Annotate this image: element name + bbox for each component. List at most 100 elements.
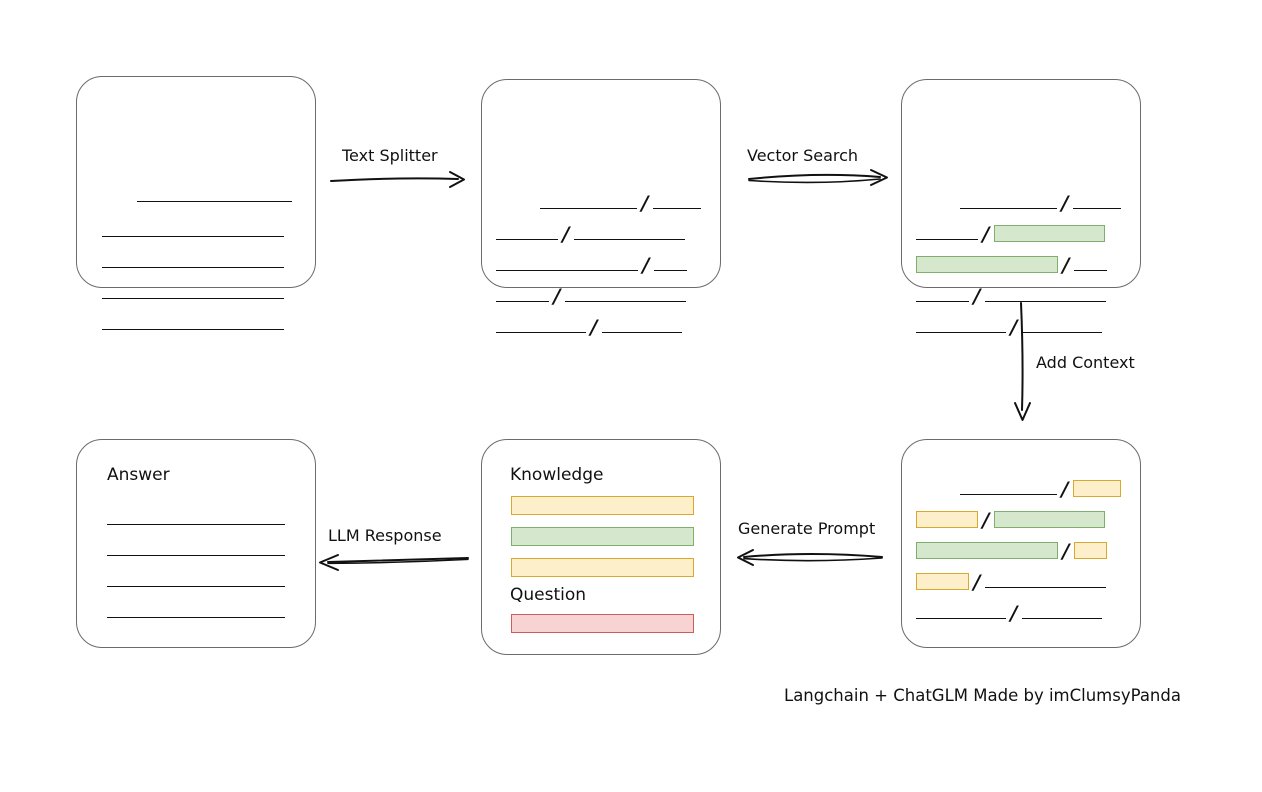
knowledge-label: Knowledge <box>510 465 604 485</box>
highlight-chip-green <box>994 225 1106 242</box>
line-segment <box>1074 270 1108 271</box>
highlight-chip-green <box>916 542 1058 559</box>
text-line <box>102 218 284 240</box>
arrow-vector-search <box>748 169 888 186</box>
text-line: / <box>916 314 1103 339</box>
highlight-chip-yellow <box>916 511 978 528</box>
edge-label-vector-search: Vector Search <box>747 146 859 165</box>
slash-glyph: / <box>641 191 649 215</box>
highlight-chip-yellow <box>1074 542 1108 559</box>
answer-label: Answer <box>107 465 170 485</box>
edge-label-add-context: Add Context <box>1036 353 1135 372</box>
text-line: / <box>916 600 1103 625</box>
line-segment <box>960 494 1057 495</box>
text-line: / <box>496 314 683 339</box>
node-split-chunks[interactable]: / / / / / <box>481 79 721 337</box>
highlight-chip-green <box>994 511 1106 528</box>
arrow-generate-prompt <box>737 549 883 566</box>
line-segment <box>107 524 285 525</box>
text-line <box>107 599 285 621</box>
text-line: / <box>496 252 688 277</box>
line-segment <box>654 270 688 271</box>
text-line: / <box>960 190 1122 215</box>
text-line <box>137 183 292 205</box>
line-segment <box>565 301 687 302</box>
prompt-contents: Knowledge Question <box>482 440 720 654</box>
line-segment <box>496 332 586 333</box>
slash-glyph: / <box>1061 477 1069 501</box>
slash-glyph: / <box>1061 191 1069 215</box>
text-line: / <box>916 507 1106 532</box>
question-label: Question <box>510 585 587 605</box>
line-segment <box>1022 618 1103 619</box>
line-segment <box>916 618 1006 619</box>
line-segment <box>102 267 284 268</box>
line-segment <box>916 301 969 302</box>
text-line: / <box>916 569 1107 594</box>
question-bar-red <box>511 614 694 633</box>
knowledge-bar-yellow-2 <box>511 558 694 577</box>
highlight-chip-yellow <box>1073 480 1122 497</box>
slash-glyph: / <box>973 570 981 594</box>
slash-glyph: / <box>562 222 570 246</box>
line-segment <box>496 301 549 302</box>
slash-glyph: / <box>642 253 650 277</box>
text-line: / <box>916 252 1108 277</box>
line-segment <box>916 239 978 240</box>
node-vector-matches[interactable]: / / / / / <box>901 79 1141 337</box>
slash-glyph: / <box>1062 539 1070 563</box>
highlight-chip-yellow <box>916 573 969 590</box>
knowledge-bar-yellow-1 <box>511 496 694 515</box>
line-segment <box>1073 208 1122 209</box>
line-segment <box>496 270 638 271</box>
node-prompt[interactable]: Knowledge Question <box>481 439 721 655</box>
node-source-document[interactable] <box>76 76 316 330</box>
context-chunks-lines: / / / / / <box>902 440 1140 647</box>
node-answer[interactable]: Answer <box>76 439 316 648</box>
text-line <box>107 506 285 528</box>
text-line <box>102 249 284 271</box>
line-segment <box>916 332 1006 333</box>
line-segment <box>540 208 637 209</box>
line-segment <box>107 586 285 587</box>
text-line: / <box>960 476 1122 501</box>
line-segment <box>107 555 285 556</box>
answer-contents: Answer <box>77 440 315 647</box>
highlight-chip-green <box>916 256 1058 273</box>
text-line <box>107 537 285 559</box>
slash-glyph: / <box>973 284 981 308</box>
line-segment <box>102 298 284 299</box>
slash-glyph: / <box>1010 601 1018 625</box>
line-segment <box>985 301 1107 302</box>
slash-glyph: / <box>982 222 990 246</box>
source-document-lines <box>77 77 315 330</box>
line-segment <box>102 236 284 237</box>
slash-glyph: / <box>553 284 561 308</box>
text-line: / <box>916 538 1108 563</box>
slash-glyph: / <box>1010 315 1018 339</box>
line-segment <box>102 329 284 330</box>
line-segment <box>1022 332 1103 333</box>
arrow-llm-response <box>319 554 469 571</box>
node-context-chunks[interactable]: / / / / / <box>901 439 1141 648</box>
text-line: / <box>540 190 702 215</box>
text-line: / <box>496 283 687 308</box>
slash-glyph: / <box>590 315 598 339</box>
line-segment <box>602 332 683 333</box>
vector-matches-lines: / / / / / <box>902 80 1140 337</box>
edge-label-llm-response: LLM Response <box>328 526 442 545</box>
slash-glyph: / <box>982 508 990 532</box>
split-chunks-lines: / / / / / <box>482 80 720 337</box>
line-segment <box>107 617 285 618</box>
text-line: / <box>916 283 1107 308</box>
slash-glyph: / <box>1062 253 1070 277</box>
knowledge-bar-green-1 <box>511 527 694 546</box>
arrow-text-splitter <box>330 171 465 188</box>
line-segment <box>653 208 702 209</box>
footer-credit: Langchain + ChatGLM Made by imClumsyPand… <box>784 686 1181 705</box>
line-segment <box>574 239 686 240</box>
line-segment <box>985 587 1107 588</box>
arrow-add-context <box>1014 302 1031 421</box>
text-line: / <box>916 221 1106 246</box>
text-line <box>102 280 284 302</box>
